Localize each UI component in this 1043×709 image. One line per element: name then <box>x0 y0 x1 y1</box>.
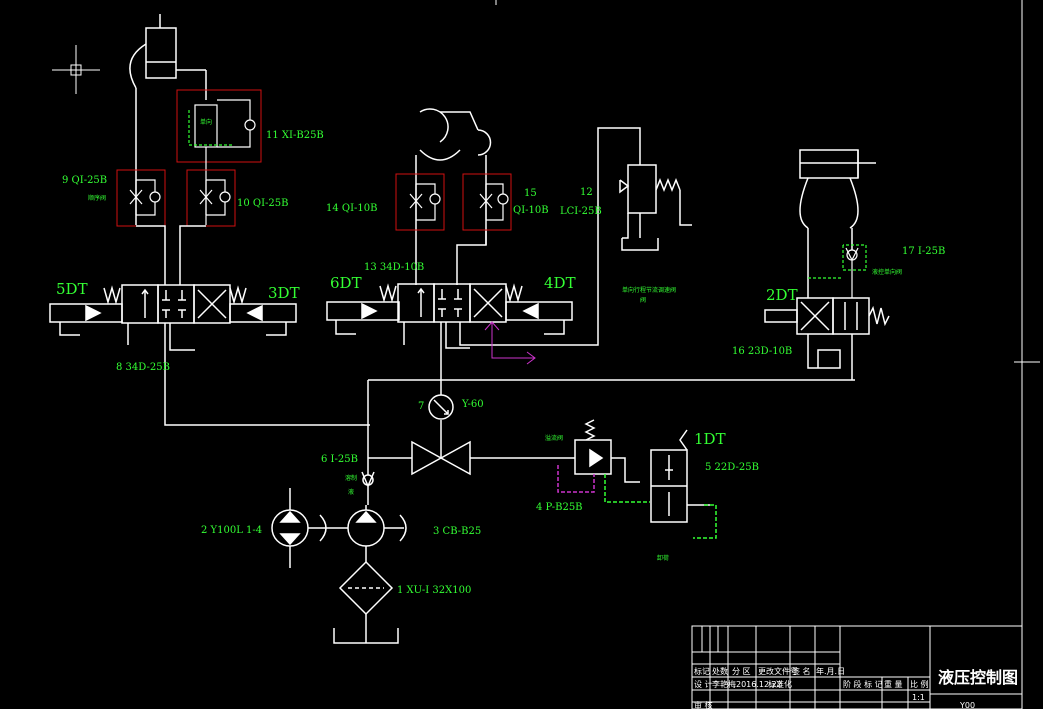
solenoid-4dt: 4DT <box>544 274 576 292</box>
one-way-throttle-valve-12[interactable] <box>619 164 692 251</box>
label-c6: 6 I-25B <box>321 454 358 465</box>
label-c12: 12 <box>580 187 593 198</box>
note-n3: 单向行程节流调速阀 <box>622 286 676 294</box>
check-valve-6[interactable] <box>361 471 375 505</box>
cylinder-middle <box>415 108 492 285</box>
label-c3: 3 CB-B25 <box>433 526 481 537</box>
valve-15-highlight <box>462 173 512 231</box>
crosshair-icon[interactable] <box>52 45 100 94</box>
cylinder-right <box>799 149 876 298</box>
pipes-middle <box>456 231 487 285</box>
tb-r8: 1:1 <box>912 693 925 702</box>
note-n2: 单向 <box>200 118 212 126</box>
label-c11: 11 XI-B25B <box>266 130 324 141</box>
label-c7: 7 <box>418 401 424 412</box>
magenta-marker-arrow2 <box>526 351 536 365</box>
solenoid-6dt: 6DT <box>330 274 362 292</box>
check-valve-17[interactable] <box>808 244 867 298</box>
label-c14: 14 QI-10B <box>326 203 378 214</box>
pressure-gauge-icon[interactable] <box>428 380 454 420</box>
label-c12b: LCI-25B <box>560 206 602 217</box>
valve-11-highlight <box>176 89 262 163</box>
tb-h3: 分 区 <box>732 667 751 676</box>
note-n1: 顺序阀 <box>88 194 106 202</box>
note-n6: 卸荷 <box>657 554 669 562</box>
drawing-frame <box>495 0 1040 709</box>
tb-h6: 年.月.日 <box>816 666 845 676</box>
tb-h4: 更改文件号 <box>758 666 798 676</box>
throttle-valve-9[interactable] <box>129 179 161 216</box>
solenoid-valve-13[interactable] <box>326 127 641 380</box>
solenoid-1dt: 1DT <box>694 430 726 448</box>
note-n9: 液控单向阀 <box>872 268 902 276</box>
solenoid-2dt: 2DT <box>766 286 798 304</box>
tb-r3: 2016.12.22 <box>736 680 782 689</box>
magenta-marker-arrow <box>484 321 500 331</box>
label-c9: 9 QI-25B <box>62 175 107 186</box>
title-block <box>691 625 1023 709</box>
note-n4: 阀 <box>640 296 646 304</box>
valve-10-highlight <box>186 169 236 227</box>
label-c1: 1 XU-I 32X100 <box>397 585 471 596</box>
tb-r10: Y00 <box>959 701 975 709</box>
tb-r9: 审 核 <box>694 700 713 709</box>
tb-title: 液压控制图 <box>938 668 1018 687</box>
solenoid-valve-5[interactable] <box>650 429 717 539</box>
tb-r7: 比 例 <box>910 679 929 689</box>
tb-r1: 设 计 <box>694 679 713 689</box>
solenoid-valve-16[interactable] <box>764 297 890 380</box>
label-c13: 13 34D-10B <box>364 262 424 273</box>
tb-h2: 处数 <box>712 666 728 676</box>
label-c7b: Y-60 <box>461 399 484 410</box>
valve-9-highlight <box>116 169 166 227</box>
throttle-valve-14[interactable] <box>409 183 441 221</box>
solenoid-3dt: 3DT <box>268 284 300 302</box>
relief-valve-4[interactable] <box>540 419 650 503</box>
note-n7: 溶制 <box>345 474 357 482</box>
tb-r2: 李艳梅 <box>712 679 736 689</box>
filter-icon[interactable] <box>333 560 399 644</box>
pipes-left <box>136 225 206 285</box>
tb-r4: 标准化 <box>768 679 792 689</box>
label-c5: 5 22D-25B <box>705 462 759 473</box>
magenta-marker <box>491 322 535 359</box>
tb-r6: 重 量 <box>884 679 903 689</box>
tb-h5: 签 名 <box>792 666 811 676</box>
label-c15b: QI-10B <box>513 205 549 216</box>
solenoid-5dt: 5DT <box>56 280 88 298</box>
label-c15: 15 <box>524 188 537 199</box>
throttle-valve-10[interactable] <box>199 179 231 216</box>
label-c4: 4 P-B25B <box>536 502 583 513</box>
throttle-valve-15[interactable] <box>479 183 509 221</box>
label-c16: 16 23D-10B <box>732 346 792 357</box>
note-n5: 溢流阀 <box>545 434 563 442</box>
label-c17: 17 I-25B <box>902 246 945 257</box>
solenoid-valve-8[interactable] <box>49 284 370 426</box>
label-c10: 10 QI-25B <box>237 198 289 209</box>
label-c2: 2 Y100L 1-4 <box>201 525 262 536</box>
tb-r5: 阶 段 标 记 <box>843 679 883 689</box>
pump-icon[interactable] <box>271 488 407 568</box>
tb-h1: 标记 <box>694 666 710 676</box>
main-pressure-line <box>367 379 855 475</box>
shutoff-valve[interactable] <box>411 420 471 476</box>
valve-14-highlight <box>395 173 445 231</box>
label-c8: 8 34D-25B <box>116 362 170 373</box>
note-n8: 液 <box>348 488 354 496</box>
